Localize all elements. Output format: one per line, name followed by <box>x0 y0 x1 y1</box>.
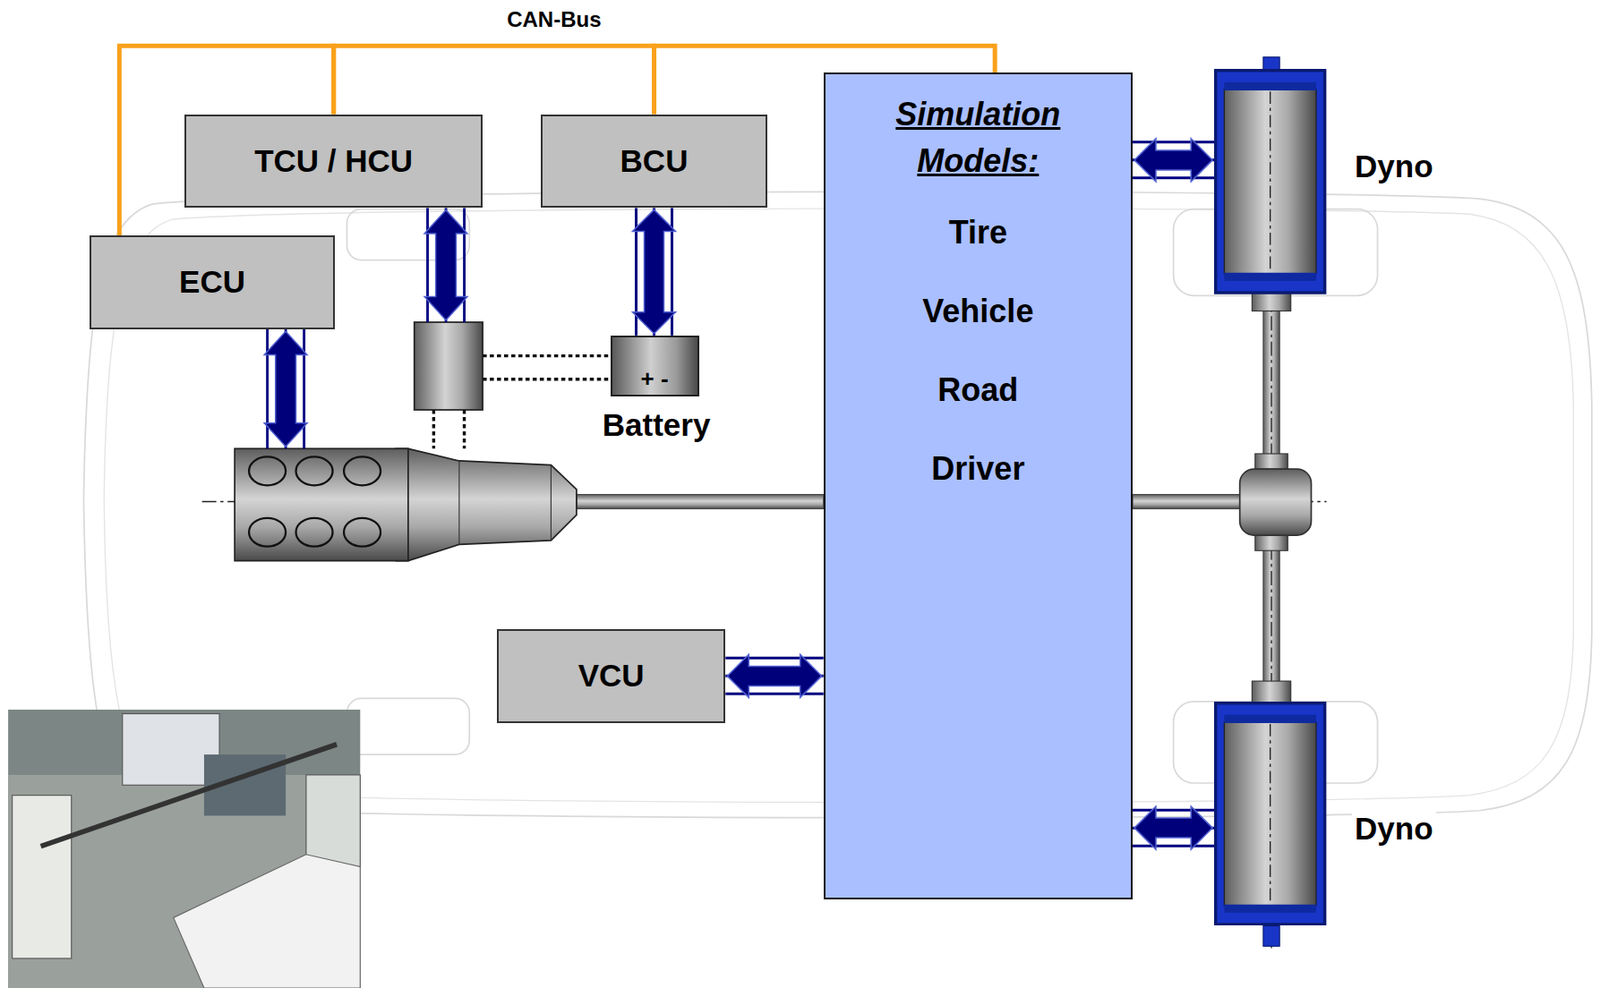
signal-arrow <box>264 331 308 447</box>
power-wire <box>482 377 610 381</box>
test-bench-photo <box>8 710 360 988</box>
dyno-band <box>1224 82 1318 91</box>
control-unit-box: VCU <box>496 629 726 724</box>
signal-arrow-head <box>633 209 676 334</box>
dyno-band <box>1224 273 1318 282</box>
coupling <box>1255 535 1288 551</box>
dyno-band <box>1224 715 1318 724</box>
dyno-stub <box>1263 57 1280 71</box>
polarity-sign: + - <box>641 366 669 393</box>
label-holder: CAN-Bus <box>503 7 605 34</box>
model-item: Road <box>937 350 1019 430</box>
dyno-frame <box>1215 70 1326 293</box>
control-unit-box: TCU / HCU <box>184 114 483 209</box>
coupling <box>1255 453 1288 470</box>
control-unit-box: BCU <box>540 114 768 209</box>
cylinder <box>248 518 286 548</box>
cylinder <box>343 518 381 548</box>
signal-rail <box>426 207 429 323</box>
signal-arrow-head <box>727 654 822 698</box>
signal-connector <box>633 207 676 335</box>
bus-label: CAN-Bus <box>503 7 605 34</box>
signal-rail <box>462 207 466 323</box>
housing-seam <box>550 465 552 541</box>
battery-label: Battery <box>599 406 714 445</box>
engine-block <box>234 448 409 561</box>
dyno-roller <box>1224 89 1318 274</box>
signal-connector <box>1132 138 1215 182</box>
bus-wire <box>333 45 655 114</box>
dyno-label: Dyno <box>1351 810 1437 848</box>
signal-arrow-head <box>1134 138 1213 182</box>
signal-rail <box>302 329 306 449</box>
cylinder <box>248 456 286 486</box>
label-holder: Dyno <box>1351 810 1437 848</box>
signal-rail <box>725 657 823 660</box>
model-item: Vehicle <box>922 272 1034 351</box>
photo-dyno-machine <box>12 795 72 959</box>
cylinder <box>296 456 334 486</box>
dyno-label: Dyno <box>1351 147 1437 186</box>
photo-dyno-machine <box>306 775 360 868</box>
transmission <box>395 448 577 561</box>
signal-rail <box>725 693 823 696</box>
unit-name: TCU / HCU <box>254 143 413 180</box>
can-bus-line <box>333 45 655 114</box>
label-holder: Battery <box>599 406 714 445</box>
photo-dyno-cover <box>173 855 361 988</box>
signal-rail <box>1132 140 1215 144</box>
cylinder <box>343 456 381 486</box>
electric-motor <box>414 322 483 411</box>
unit-name: VCU <box>578 658 645 694</box>
housing-seam <box>458 461 460 545</box>
dyno-drawing <box>1214 68 1327 295</box>
model-heading: Simulation Models: <box>861 91 1095 185</box>
control-unit-box: ECU <box>89 235 335 330</box>
dyno-frame <box>1215 703 1326 925</box>
dyno-band <box>1224 905 1318 914</box>
center-line <box>1269 724 1271 905</box>
photo-floor <box>8 775 360 988</box>
power-wire <box>432 410 436 449</box>
drive-shaft <box>1132 495 1241 510</box>
signal-connector <box>1132 806 1215 850</box>
unit-name: BCU <box>620 143 689 180</box>
drive-shaft <box>576 495 824 510</box>
center-line <box>1269 92 1271 273</box>
coupling <box>1251 681 1291 704</box>
simulation-box: Simulation Models: TireVehicleRoadDriver <box>823 72 1133 900</box>
photo-shaft <box>41 744 338 848</box>
signal-rail <box>1132 809 1215 813</box>
dynamometer: Dyno <box>1214 68 1327 295</box>
signal-rail <box>1132 176 1215 180</box>
dyno-drawing <box>1214 701 1327 927</box>
dyno-roller <box>1224 722 1318 907</box>
dyno-stub <box>1263 926 1280 948</box>
power-wire <box>462 410 466 449</box>
differential <box>1240 469 1312 536</box>
model-item: Driver <box>931 429 1025 509</box>
signal-arrow-head <box>1134 806 1213 850</box>
label-holder: Dyno <box>1351 147 1437 186</box>
signal-rail <box>1132 845 1215 848</box>
cylinder <box>296 518 334 548</box>
signal-rail <box>265 329 269 449</box>
unit-name: ECU <box>179 264 246 300</box>
dynamometer: Dyno <box>1214 701 1327 927</box>
power-wire <box>482 354 610 358</box>
signal-connector <box>725 654 823 698</box>
wheel-well <box>346 698 470 755</box>
signal-arrow <box>424 210 468 321</box>
battery-box: + -Battery <box>610 335 700 397</box>
model-item: Tire <box>949 193 1008 273</box>
